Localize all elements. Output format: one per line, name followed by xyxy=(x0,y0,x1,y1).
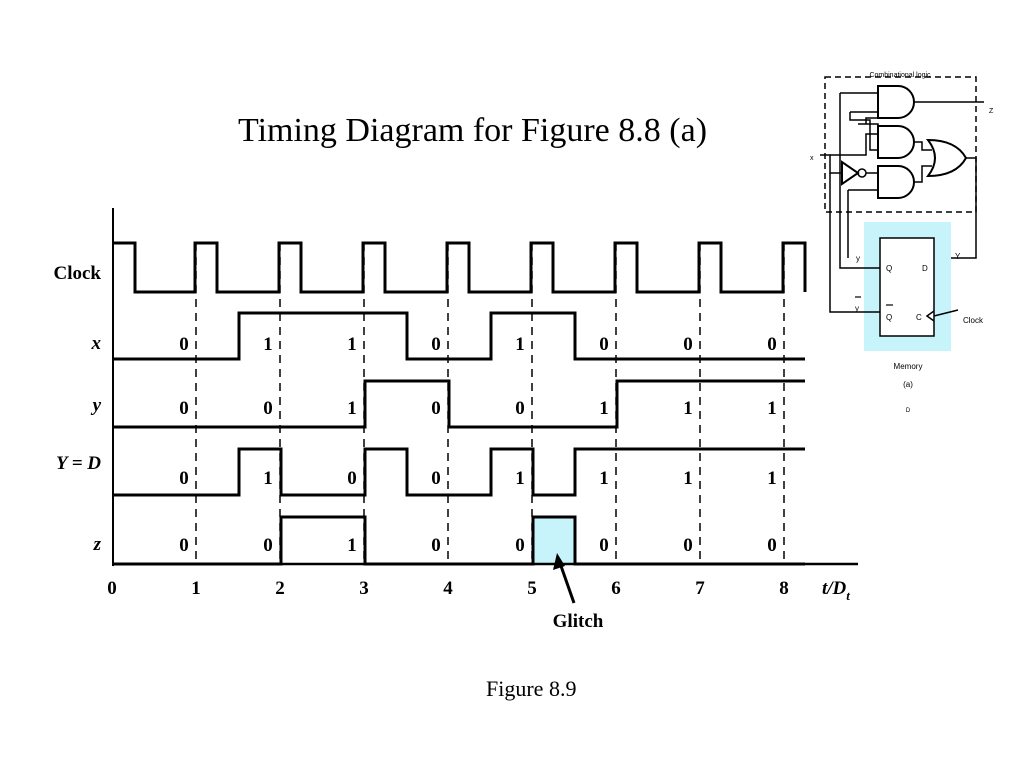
label-x: x xyxy=(91,333,102,354)
tick-4: 4 xyxy=(443,578,453,599)
glitch-label: Glitch xyxy=(553,611,604,632)
memory-label: Memory xyxy=(894,362,923,371)
clock-input-label: Clock xyxy=(963,316,984,325)
value-3-0: 0 xyxy=(179,468,189,489)
glitch-arrow-head xyxy=(553,553,565,570)
label-clock: Clock xyxy=(54,263,102,284)
combinational-logic-box xyxy=(824,76,977,213)
signal-values: 0 1 1 0 1 0 0 0 0 0 1 0 0 1 1 1 0 1 0 0 1 1 1 1 0 0 1 0 0 0 0 0 xyxy=(179,334,777,556)
value-1-3: 0 xyxy=(431,334,441,355)
value-3-7: 1 xyxy=(767,468,777,489)
ff-d-label: D xyxy=(922,264,928,273)
value-1-7: 0 xyxy=(767,334,777,355)
value-2-3: 0 xyxy=(431,398,441,419)
tick-6: 6 xyxy=(611,578,621,599)
waveforms xyxy=(113,241,807,566)
clock-wire xyxy=(933,309,959,317)
value-4-4: 0 xyxy=(515,535,525,556)
figure-caption: Figure 8.9 xyxy=(486,676,577,701)
ff-y-output-label: Y xyxy=(955,252,961,261)
y-bar-label: y xyxy=(855,304,859,313)
value-4-7: 0 xyxy=(767,535,777,556)
value-4-2: 1 xyxy=(347,535,357,556)
value-1-5: 0 xyxy=(599,334,609,355)
and-gate-1 xyxy=(877,85,915,119)
label-z: z xyxy=(93,534,102,555)
value-4-3: 0 xyxy=(431,535,441,556)
label-yd: Y = D xyxy=(56,453,101,474)
tick-0: 0 xyxy=(107,578,117,599)
x-waveform xyxy=(113,311,805,361)
x-input-label: x xyxy=(810,155,814,162)
y-waveform xyxy=(113,379,805,429)
Y-D-waveform xyxy=(113,447,805,497)
time-axis-label-subscript: t xyxy=(846,588,850,603)
value-2-2: 1 xyxy=(347,398,357,419)
value-4-1: 0 xyxy=(263,535,273,556)
z-output-label: Z xyxy=(989,108,994,115)
value-1-4: 1 xyxy=(515,334,525,355)
ff-c-label: C xyxy=(916,313,922,322)
ff-q-label: Q xyxy=(886,264,892,273)
value-1-6: 0 xyxy=(683,334,693,355)
value-1-0: 0 xyxy=(179,334,189,355)
tick-2: 2 xyxy=(275,578,285,599)
sub-label: (a) xyxy=(903,380,913,389)
clock-waveform xyxy=(113,241,807,294)
value-2-6: 1 xyxy=(683,398,693,419)
label-y: y xyxy=(91,395,102,416)
page-title: Timing Diagram for Figure 8.8 (a) xyxy=(238,112,708,149)
signal-labels: Clock x y Y = D z xyxy=(54,263,102,555)
value-3-4: 1 xyxy=(515,468,525,489)
value-2-0: 0 xyxy=(179,398,189,419)
tick-8: 8 xyxy=(779,578,789,599)
y-top-label: y xyxy=(856,254,860,263)
ff-qbar-label: Q xyxy=(886,313,892,322)
time-gridlines xyxy=(195,243,785,564)
value-3-3: 0 xyxy=(431,468,441,489)
value-1-2: 1 xyxy=(347,334,357,355)
value-4-6: 0 xyxy=(683,535,693,556)
value-2-5: 1 xyxy=(599,398,609,419)
value-2-7: 1 xyxy=(767,398,777,419)
circuit-wires xyxy=(820,92,984,313)
value-3-5: 1 xyxy=(599,468,609,489)
tiny-label: D xyxy=(906,408,911,414)
time-axis-label: t/Dt xyxy=(822,578,850,603)
value-1-1: 1 xyxy=(263,334,273,355)
tick-3: 3 xyxy=(359,578,369,599)
value-2-4: 0 xyxy=(515,398,525,419)
value-2-1: 0 xyxy=(263,398,273,419)
glitch-highlight xyxy=(533,517,575,564)
flip-flop xyxy=(879,237,935,337)
value-4-0: 0 xyxy=(179,535,189,556)
value-3-2: 0 xyxy=(347,468,357,489)
glitch-arrow-line xyxy=(559,565,576,604)
tick-5: 5 xyxy=(527,578,537,599)
value-4-5: 0 xyxy=(599,535,609,556)
tick-7: 7 xyxy=(695,578,705,599)
value-3-1: 1 xyxy=(263,468,273,489)
and-gate-2 xyxy=(877,125,915,159)
time-axis: 0 1 2 3 4 5 6 7 8 t/Dt xyxy=(107,208,858,603)
tick-1: 1 xyxy=(191,578,201,599)
clock-triangle xyxy=(925,310,935,322)
value-3-6: 1 xyxy=(683,468,693,489)
or-gate xyxy=(925,138,968,178)
combinational-logic-label: Combinational logic xyxy=(869,72,931,79)
and-gate-3 xyxy=(877,165,915,199)
glitch-annotation: Glitch xyxy=(553,553,604,632)
inverter xyxy=(841,160,860,186)
